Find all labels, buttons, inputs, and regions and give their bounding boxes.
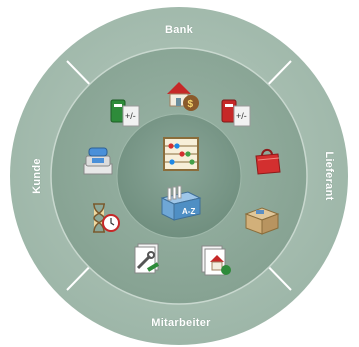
svg-text:+/-: +/-: [236, 111, 247, 121]
file-box-a-z-icon[interactable]: A-Z: [158, 182, 204, 228]
abacus-calculator-icon[interactable]: [158, 132, 204, 178]
segment-label-mitarbeiter[interactable]: Mitarbeiter: [151, 317, 211, 329]
tools-document-icon[interactable]: [128, 240, 168, 280]
hourglass-clock-icon[interactable]: [85, 198, 125, 238]
ledger-plus-minus-icon[interactable]: +/-: [107, 92, 147, 132]
svg-text:$: $: [188, 99, 194, 110]
house-documents-icon[interactable]: [196, 240, 236, 280]
phone-fax-icon[interactable]: [80, 142, 120, 182]
segment-label-kunde[interactable]: Kunde: [31, 158, 43, 194]
segment-label-lieferant[interactable]: Lieferant: [323, 151, 335, 201]
shopping-bag-icon[interactable]: [248, 140, 288, 180]
svg-text:+/-: +/-: [125, 111, 136, 121]
inner-disc: [116, 113, 242, 239]
svg-text:A-Z: A-Z: [182, 207, 195, 216]
bank-house-money-icon[interactable]: $: [163, 76, 203, 116]
segment-label-bank[interactable]: Bank: [164, 24, 194, 36]
shipping-box-icon[interactable]: [242, 200, 282, 240]
ledger-red-plus-minus-icon[interactable]: +/-: [218, 92, 258, 132]
